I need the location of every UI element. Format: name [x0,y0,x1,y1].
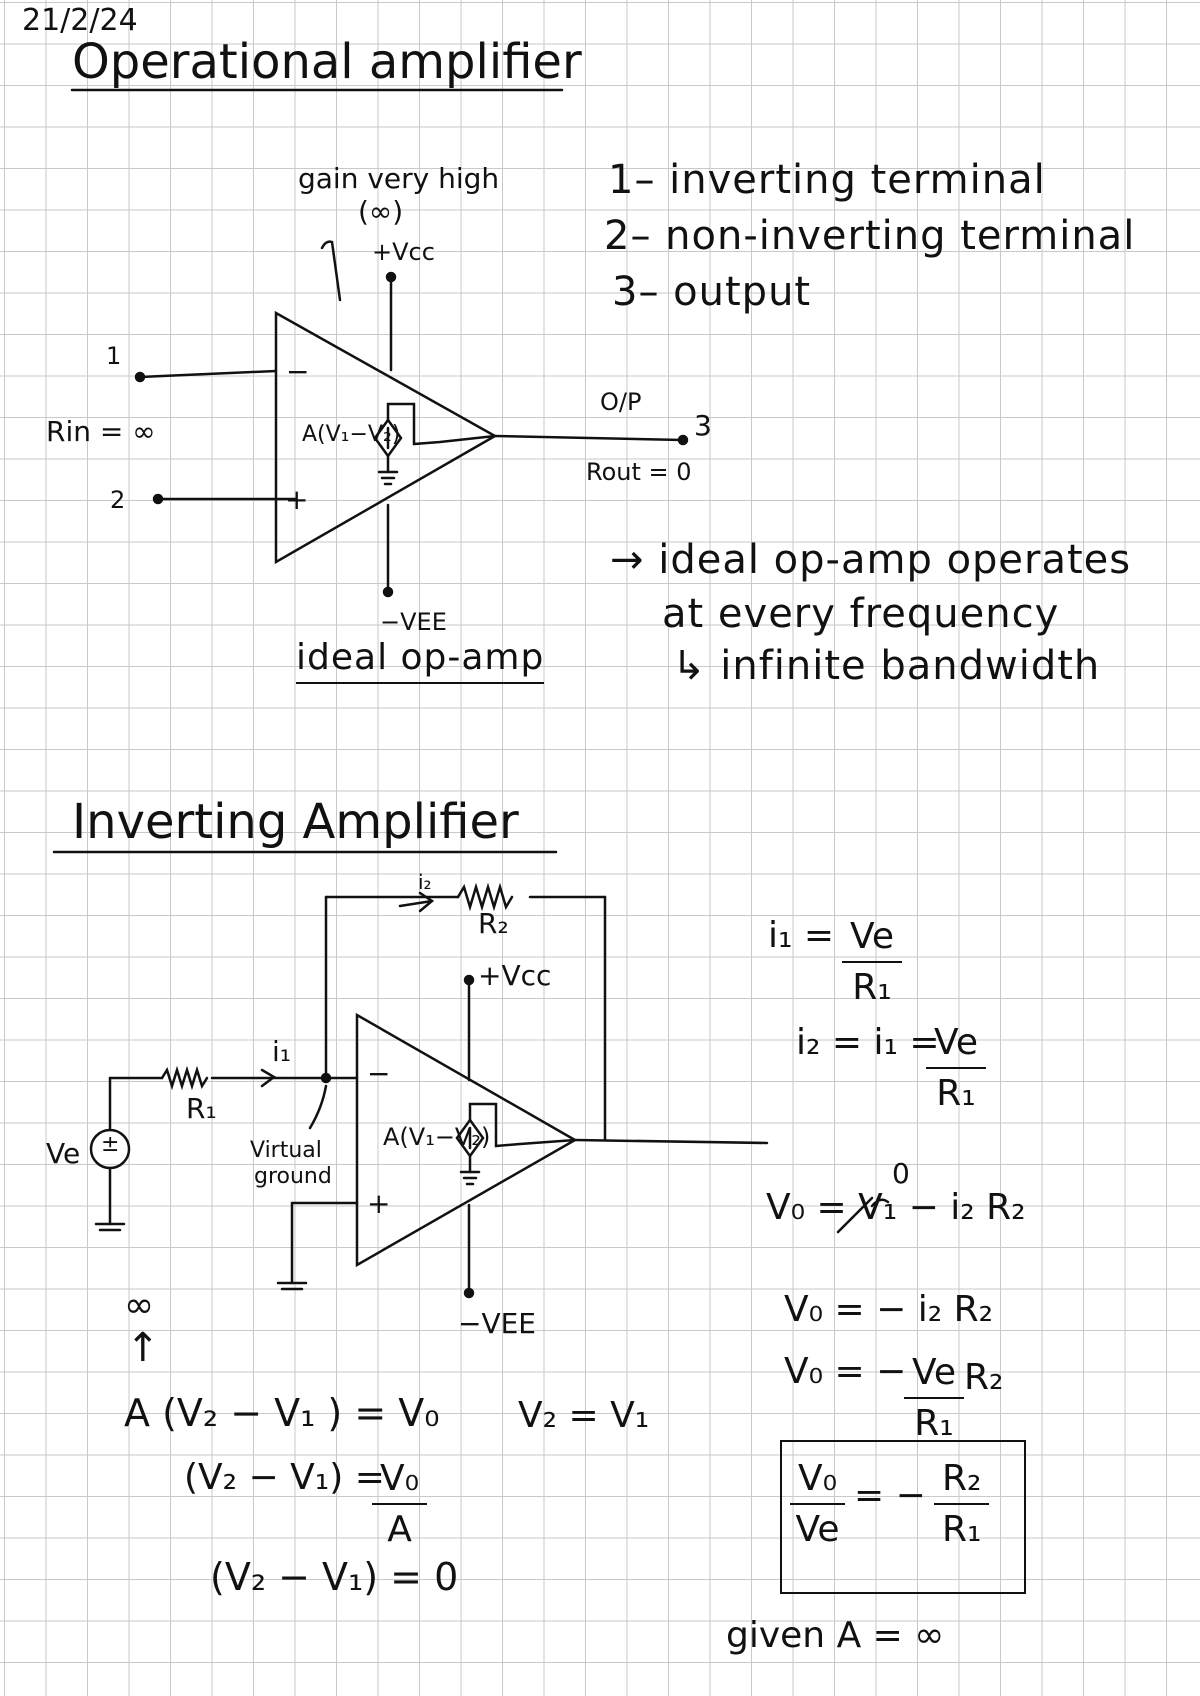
eq-vo-3-lhs: V₀ = − [784,1351,907,1392]
rin-label: Rin = ∞ [46,415,156,448]
gain-note: gain very high [298,162,500,195]
r2-label: R₂ [478,907,509,940]
infinity-mark: ∞ [124,1285,154,1326]
opamp2-gain-expr: A(V₁−V₂) [383,1123,491,1151]
virtual-ground-label: Virtual [250,1138,322,1163]
given-note: given A = ∞ [726,1615,945,1656]
eq-a-2-fraction: V₀ A [372,1458,428,1550]
eq-i2-lhs: i₂ = i₁ = [796,1022,940,1063]
vcc-label: +Vcc [372,238,435,266]
opamp1-triangle [274,310,498,565]
result-box [780,1440,1026,1594]
result-equals: = − [854,1475,926,1516]
i2-label: i₂ [418,870,432,894]
eq-i1-lhs: i₁ = [768,915,835,956]
eq-vo-1: V₀ = V₁ − i₂ R₂ [766,1187,1026,1228]
rout-label: Rout = 0 [586,458,692,486]
opamp2-triangle [355,1012,578,1268]
source-polarity: ± [101,1132,120,1157]
eq-vo-2: V₀ = − i₂ R₂ [784,1289,994,1330]
terminal-list-item: 1– inverting terminal [608,157,1046,203]
r1-label: R₁ [186,1092,217,1125]
ideal-opamp-caption: ideal op-amp [296,640,545,684]
eq-a-2-lhs: (V₂ − V₁) = [184,1457,385,1498]
vee-label: −VEE [380,608,447,636]
result-rhs-fraction: R₂ R₁ [934,1458,990,1550]
terminal-list-item: 3– output [612,269,812,315]
date: 21/2/24 [22,3,138,38]
eq-i1-fraction: Ve R₁ [842,916,902,1008]
eq-vo-3-rhs: R₂ [964,1357,1004,1398]
terminal3-number: 3 [694,409,712,442]
output-label: O/P [600,388,642,416]
terminal-list-item: 2– non-inverting terminal [604,213,1136,259]
vcc2-label: +Vcc [478,959,552,992]
result-lhs-fraction: V₀ Ve [790,1458,846,1550]
eq-vo-3-fraction: Ve R₁ [904,1352,964,1444]
section2-title: Inverting Amplifier [72,794,519,850]
opamp1-gain-expr: A(V₁−V₂) [302,422,401,447]
eq-a-3: (V₂ − V₁) = 0 [210,1555,459,1599]
opamp2-plus: + [367,1187,391,1220]
source-label: Ve [46,1137,81,1170]
eq-vo-1-zero: 0 [892,1157,910,1190]
virtual-ground-label: ground [254,1164,332,1189]
opamp2-minus: − [367,1057,391,1090]
terminal1-number: 1 [106,342,122,370]
opamp1-plus: + [285,483,309,516]
section1-title: Operational amplifier [72,34,582,90]
ideal-note-line: at every frequency [662,591,1060,637]
opamp1-minus: − [286,355,310,388]
eq-i2-fraction: Ve R₁ [926,1022,986,1114]
up-arrow-icon: ↑ [126,1325,160,1371]
gain-infinite: (∞) [358,195,404,228]
eq-a-1: A (V₂ − V₁ ) = V₀ [124,1391,440,1435]
ideal-note-line: ↳ infinite bandwidth [672,643,1101,689]
terminal2-number: 2 [110,486,126,514]
vee2-label: −VEE [458,1307,536,1340]
i1-label: i₁ [272,1035,292,1068]
eq-v2-equals-v1: V₂ = V₁ [518,1395,650,1436]
ideal-note-line: → ideal op-amp operates [610,537,1132,583]
